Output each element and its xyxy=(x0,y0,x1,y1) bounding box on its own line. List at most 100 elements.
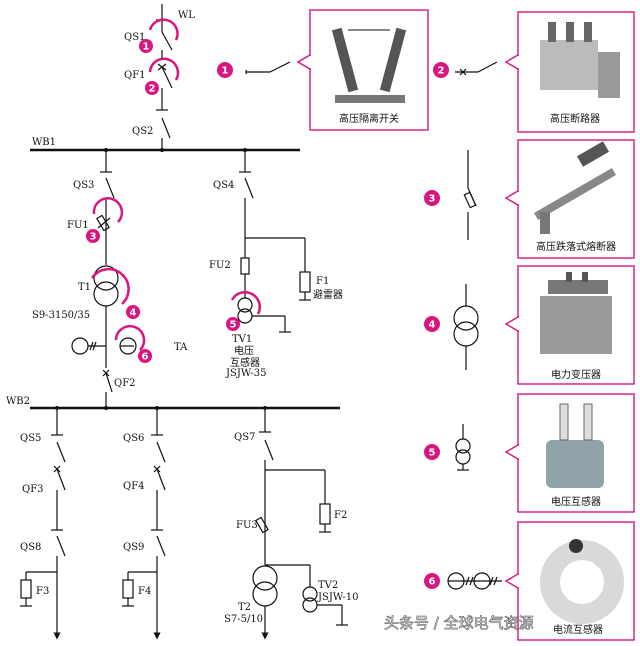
qs2-switch xyxy=(161,117,171,139)
card-drop-out-fuse xyxy=(517,139,635,259)
svg-text:2: 2 xyxy=(438,66,445,77)
label-s7: S7-5/10 xyxy=(224,614,263,625)
watermark-text: 头条号 / 全球电气资源 xyxy=(384,614,534,632)
svg-text:3: 3 xyxy=(90,232,97,243)
arc-qs1 xyxy=(148,18,179,41)
label-t2: T2 xyxy=(238,602,251,613)
card-disconnect-switch xyxy=(309,9,429,131)
legend-item-2: 2 高压断路器 xyxy=(433,11,635,133)
qs6-switch xyxy=(156,441,166,463)
tv1-secondary xyxy=(237,308,253,324)
current-transformer-photo xyxy=(540,539,624,624)
label-qs3: QS3 xyxy=(73,180,94,191)
caption-disconnect-switch: 高压隔离开关 xyxy=(339,112,399,125)
qf1-switch xyxy=(161,66,173,89)
qf2-switch xyxy=(105,372,113,393)
diagram-labels: WL QS1 QF1 QS2 WB1 QS3 FU1 T1 S9-3150/35… xyxy=(6,10,359,625)
label-qf3: QF3 xyxy=(22,484,44,495)
caption-voltage-transformer: 电压互感器 xyxy=(551,495,601,508)
legend-item-3: 3 高压跌落式熔断器 xyxy=(424,139,635,259)
t1-primary xyxy=(93,265,119,291)
qs7-switch xyxy=(264,439,274,461)
legend-column: 1 高压隔离开关 2 xyxy=(217,9,635,641)
label-qs1: QS1 xyxy=(124,32,145,43)
svg-text:6: 6 xyxy=(142,352,149,363)
label-qs5: QS5 xyxy=(20,433,41,444)
schematic-lines xyxy=(20,4,348,640)
label-f1: F1 xyxy=(316,276,329,287)
voltage-transformer-photo xyxy=(546,403,604,488)
label-f3: F3 xyxy=(36,586,49,597)
caption-power-transformer: 电力变压器 xyxy=(551,368,601,381)
legend-item-1: 1 高压隔离开关 xyxy=(217,9,429,131)
circuit-breaker-photo xyxy=(540,22,620,98)
label-wb1: WB1 xyxy=(32,137,56,148)
bus-taps xyxy=(55,148,267,410)
label-tv1: TV1 xyxy=(232,334,252,345)
caption-current-transformer: 电流互感器 xyxy=(553,623,603,636)
svg-text:1: 1 xyxy=(222,66,229,77)
qf4-switch xyxy=(156,468,166,491)
label-qs4: QS4 xyxy=(213,180,234,191)
svg-text:6: 6 xyxy=(429,577,436,588)
legend-item-4: 4 电力变压器 xyxy=(424,265,635,385)
caption-drop-out-fuse: 高压跌落式熔断器 xyxy=(536,240,616,253)
fu2-fuse xyxy=(240,257,250,275)
qf3-switch xyxy=(56,468,66,491)
tv2-primary xyxy=(302,586,318,602)
f4-arrester xyxy=(122,579,134,599)
label-fu3: FU3 xyxy=(236,520,258,531)
ta-ct-left xyxy=(71,337,89,355)
label-f4: F4 xyxy=(138,586,151,597)
t1-secondary xyxy=(93,281,119,307)
label-tv1-cn2: 互感器 xyxy=(230,356,260,369)
f3-arrester xyxy=(20,579,32,599)
label-s9: S9-3150/35 xyxy=(32,310,90,321)
legend-item-5: 5 电压互感器 xyxy=(424,393,635,513)
qs4-switch xyxy=(244,177,254,199)
label-fu2: FU2 xyxy=(209,260,231,271)
label-tv2: TV2 xyxy=(318,580,338,591)
arc-ta xyxy=(114,324,146,351)
t2-secondary xyxy=(252,581,278,607)
label-ta: TA xyxy=(174,342,188,353)
drop-out-fuse-photo xyxy=(534,141,616,234)
diagram-markers: 1 2 3 4 5 6 xyxy=(86,39,240,363)
label-f2: F2 xyxy=(334,510,347,521)
svg-text:4: 4 xyxy=(130,308,137,319)
label-qs7: QS7 xyxy=(234,432,255,443)
label-wl: WL xyxy=(178,10,195,21)
label-tv1-cn1: 电压 xyxy=(234,344,254,357)
arc-tv1 xyxy=(230,290,261,315)
qs8-switch xyxy=(56,535,66,557)
label-qf1: QF1 xyxy=(124,70,146,81)
legend-item-6: 6 电流互感器 xyxy=(424,521,635,641)
f2-arrester xyxy=(319,503,331,525)
svg-text:2: 2 xyxy=(149,84,156,95)
svg-text:1: 1 xyxy=(143,42,150,53)
qs3-switch xyxy=(105,177,115,199)
caption-circuit-breaker: 高压断路器 xyxy=(550,112,600,125)
label-t1: T1 xyxy=(78,282,91,293)
svg-text:3: 3 xyxy=(429,194,436,205)
highlight-arcs xyxy=(90,18,261,351)
qs5-switch xyxy=(56,441,66,463)
arc-qf1 xyxy=(148,57,180,81)
label-qs9: QS9 xyxy=(123,542,144,553)
label-fu1: FU1 xyxy=(67,220,89,231)
svg-text:5: 5 xyxy=(230,320,237,331)
arc-fu1 xyxy=(92,197,124,223)
label-qf2: QF2 xyxy=(114,378,136,389)
f1-arrester xyxy=(299,271,311,293)
label-qs2: QS2 xyxy=(132,126,153,137)
label-qs6: QS6 xyxy=(123,433,144,444)
tv1-primary xyxy=(237,297,253,313)
disconnect-switch-photo xyxy=(331,27,407,103)
t2-primary xyxy=(252,565,278,591)
label-arrester: 避雷器 xyxy=(313,288,343,301)
svg-text:5: 5 xyxy=(429,448,436,459)
label-tv1-model: JSJW-35 xyxy=(225,368,267,379)
arc-t1 xyxy=(90,267,130,305)
label-tv2-model: JSJW-10 xyxy=(317,592,359,603)
